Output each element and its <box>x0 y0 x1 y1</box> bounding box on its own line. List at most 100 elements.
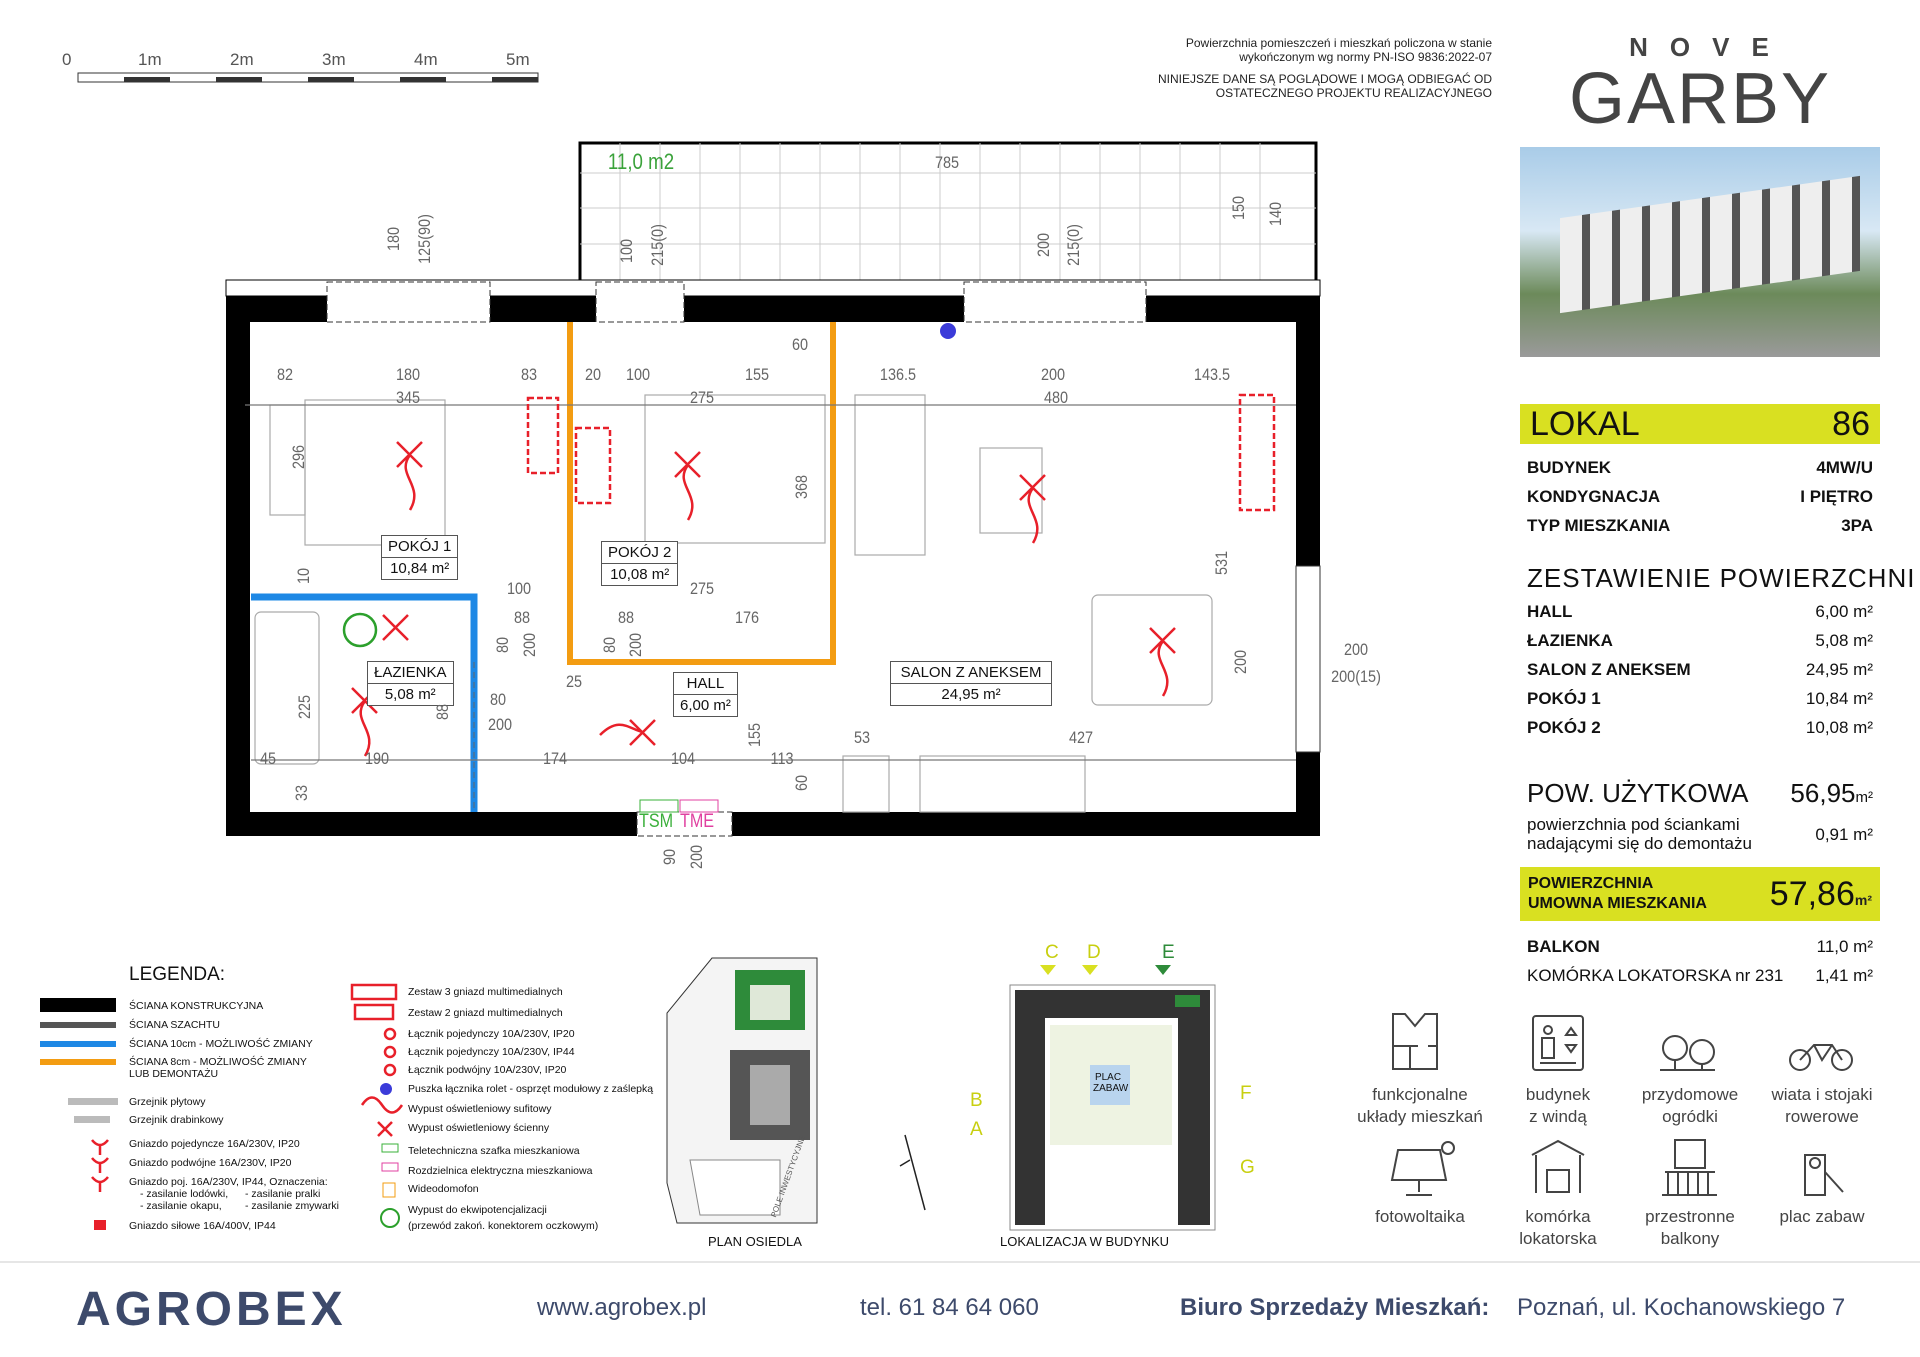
room-label-pokoj-1: POKÓJ 1 10,84 m² <box>381 535 459 580</box>
playground-label: PLAC ZABAW <box>1093 1072 1129 1094</box>
dimension-label: 25 <box>565 672 583 691</box>
legend-item: Gniazdo pojedyncze 16A/230V, IP20 <box>129 1138 300 1150</box>
legend-item: ŚCIANA SZACHTU <box>129 1019 221 1031</box>
scale-tick: 3m <box>322 50 346 69</box>
dimension-label: 427 <box>1068 728 1094 747</box>
area-label: POKÓJ 2 <box>1527 718 1601 737</box>
contract-label: POWIERZCHNIA <box>1528 875 1654 892</box>
dimension-label: 200 <box>1034 232 1053 258</box>
balcony <box>578 141 1318 285</box>
dimension-label: 80 <box>489 690 507 709</box>
scale-tick: 0 <box>62 50 72 69</box>
dimension-label: 200 <box>1231 649 1250 675</box>
dimension-label: 200 <box>1343 640 1369 659</box>
disclaimer-line: NINIEJSZE DANE SĄ POGLĄDOWE I MOGĄ ODBIE… <box>1157 72 1492 86</box>
dimension-label: 200 <box>626 632 645 658</box>
dimension-label: 83 <box>520 365 538 384</box>
legend-item: - zasilanie zmywarki <box>245 1200 339 1212</box>
elevator-icon <box>1532 1015 1584 1071</box>
tme-label: TME <box>679 811 715 832</box>
room-name: ŁAZIENKA <box>368 662 453 684</box>
legend-item: Zestaw 3 gniazd multimedialnych <box>408 986 563 998</box>
extra-value: 1,41 m² <box>1815 966 1873 985</box>
legend-item: - zasilanie okapu, <box>140 1200 222 1212</box>
scale-tick: 4m <box>414 50 438 69</box>
legend-item: Łącznik pojedynczy 10A/230V, IP44 <box>408 1046 575 1058</box>
building-photo <box>1520 147 1880 357</box>
info-label: BUDYNEK <box>1527 458 1612 477</box>
building-marker: D <box>1087 942 1101 963</box>
dimension-label: 88 <box>433 703 452 721</box>
usable-area-row: POW. UŻYTKOWA 56,95m² <box>1527 778 1873 809</box>
equipotential-icon <box>342 612 378 648</box>
location-label: LOKALIZACJA W BUDYNKU <box>1000 1234 1170 1249</box>
dimension-label: 80 <box>493 636 512 654</box>
area-value: 5,08 m² <box>1815 631 1873 650</box>
unit: m² <box>1855 789 1874 806</box>
legend-item: Zestaw 2 gniazd multimedialnych <box>408 1007 563 1019</box>
contract-value: 57,86 <box>1769 874 1855 913</box>
room-name: POKÓJ 2 <box>602 542 678 564</box>
dimension-label: 275 <box>689 579 715 598</box>
amenity-label: plac zabaw <box>1779 1207 1865 1226</box>
amenity-label: fotowoltaika <box>1375 1207 1465 1226</box>
storage-icon <box>1531 1139 1585 1193</box>
area-label: ŁAZIENKA <box>1527 631 1613 650</box>
balcony-icon <box>1662 1139 1717 1196</box>
lokal-header: LOKAL 86 <box>1520 404 1880 444</box>
structural-walls <box>225 279 1321 837</box>
amenity-item: plac zabaw <box>1752 1206 1892 1228</box>
info-label: TYP MIESZKANIA <box>1527 516 1671 535</box>
amenity-label: rowerowe <box>1785 1107 1859 1126</box>
dimension-label: 33 <box>292 784 311 802</box>
building-marker: C <box>1045 942 1059 963</box>
dimension-label: 480 <box>1043 388 1069 407</box>
dimension-label: 80 <box>600 636 619 654</box>
dimension-label: 200(15) <box>1331 667 1381 686</box>
dimension-label: 225 <box>295 694 314 720</box>
amenity-icons <box>1390 1013 1853 1196</box>
dimension-label: 60 <box>792 774 811 792</box>
legend-item: Wypust oświetleniowy ścienny <box>408 1122 550 1134</box>
phone-number[interactable]: tel. 61 84 64 060 <box>860 1294 1039 1321</box>
dimension-label: 155 <box>744 365 770 384</box>
dimension-label: 174 <box>542 749 568 768</box>
agrobex-logo: AGROBEX <box>76 1283 347 1336</box>
legend-item: Gniazdo poj. 16A/230V, IP44, Oznaczenia: <box>129 1176 328 1188</box>
room-area: 10,84 m² <box>390 560 450 577</box>
amenity-label: lokatorska <box>1519 1229 1597 1248</box>
logo-main: GARBY <box>1568 59 1832 139</box>
dimension-label: 215(0) <box>648 224 667 266</box>
room-name: POKÓJ 1 <box>382 536 458 558</box>
dimension-label: 180 <box>395 365 421 384</box>
trees-icon <box>1660 1035 1715 1071</box>
bicycle-icon <box>1789 1044 1853 1071</box>
disclaimer-line: OSTATECZNEGO PROJEKTU REALIZACYJNEGO <box>1215 86 1492 100</box>
legend-item: Łącznik podwójny 10A/230V, IP20 <box>408 1064 567 1076</box>
website-link[interactable]: www.agrobex.pl <box>537 1294 707 1321</box>
interior-walls <box>251 322 836 812</box>
room-name: HALL <box>674 673 737 695</box>
dimension-label: 215(0) <box>1064 224 1083 266</box>
dimension-label: 88 <box>513 608 531 627</box>
dimension-label: 296 <box>289 444 308 470</box>
building-marker: G <box>1240 1157 1255 1178</box>
lokal-number: 86 <box>1832 404 1870 443</box>
info-value: I PIĘTRO <box>1800 487 1873 506</box>
area-value: 10,08 m² <box>1805 718 1873 737</box>
legend-item: - zasilanie lodówki, <box>140 1188 229 1200</box>
dimension-label: 100 <box>506 579 532 598</box>
unit: m² <box>1854 891 1872 908</box>
legend-swatches <box>40 983 404 1230</box>
area-row-room2: POKÓJ 2 10,08 m² <box>1527 718 1873 738</box>
legend-item: Teletechniczna szafka mieszkaniowa <box>408 1145 580 1157</box>
area-value: 6,00 m² <box>1815 602 1873 621</box>
